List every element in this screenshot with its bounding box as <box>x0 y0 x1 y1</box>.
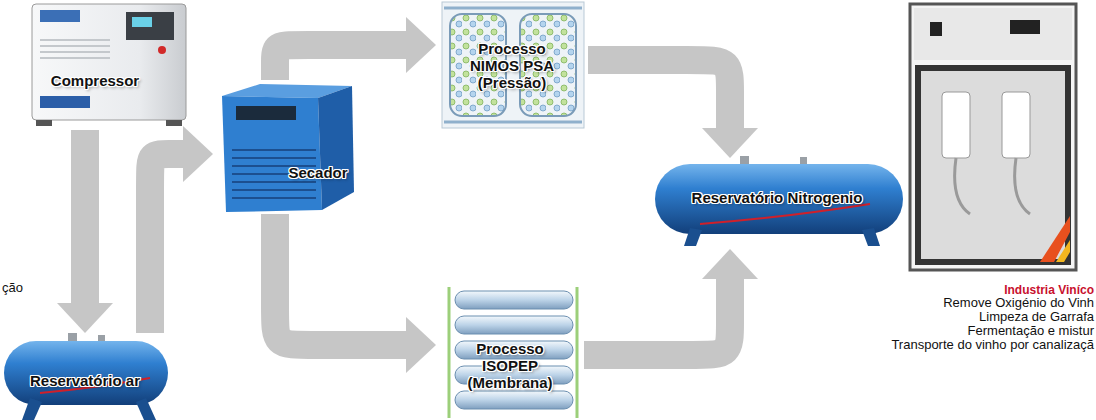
use-note: Remove Oxigénio do Vinh <box>943 296 1094 310</box>
compressor-picture-part <box>166 120 182 126</box>
nitrogen-tank-node: Reservatório Nitrogenio <box>650 160 905 247</box>
cut-caption: ção <box>2 281 23 295</box>
nitrogen-tank-picture-part <box>655 164 903 234</box>
dryer-node: Secador <box>215 82 360 212</box>
membrane-picture-part <box>455 291 573 309</box>
node-label: Reservatório ar <box>30 372 140 389</box>
node-label: Secador <box>288 164 347 181</box>
nitrogen-tank-picture-part <box>862 228 880 246</box>
use-note: Fermentação e mistur <box>968 324 1094 338</box>
nitrogen-tank-picture-part <box>800 157 807 165</box>
use-note: Transporte do vinho por canalizaçã <box>891 338 1094 352</box>
compressor-picture-part <box>132 17 152 27</box>
compressor-picture-part <box>40 10 80 22</box>
nitrogen-generator-picture-part <box>918 68 1068 262</box>
flow-arrow <box>275 45 410 80</box>
nitrogen-generator-picture-part <box>914 8 1072 60</box>
psa-process-node: Processo NIMOS PSA (Pressão) <box>440 0 586 130</box>
compressor-picture <box>32 4 186 126</box>
psa-picture-part <box>444 8 582 122</box>
nitrogen-tank-picture-part <box>700 204 870 224</box>
nitrogen-tank-picture-part <box>740 156 749 165</box>
dryer-picture-part <box>222 96 322 212</box>
industry-heading: Industria Viníco <box>1004 283 1094 297</box>
flow-arrow <box>275 214 410 345</box>
flow-arrow <box>150 154 187 333</box>
nitrogen-tank-picture <box>655 156 903 246</box>
nitrogen-generator-picture-part <box>942 92 970 158</box>
nitrogen-generator-picture-part <box>1002 92 1030 158</box>
nitrogen-generator-picture-part <box>955 158 1030 214</box>
dryer-picture-part <box>318 86 354 210</box>
flow-arrow <box>584 275 730 355</box>
label-slot: Fermentação e mistur <box>968 324 1094 338</box>
compressor-picture-part <box>36 120 52 126</box>
compressor-node: Compressor <box>28 0 190 128</box>
compressor-picture-part <box>158 46 166 54</box>
membrane-process-node: Processo ISOPEP (Membrana) <box>440 285 582 420</box>
label-slot: ção <box>2 281 23 295</box>
compressor-picture-part <box>40 40 110 58</box>
air-tank-node: Reservatório ar <box>0 335 170 420</box>
psa-picture-part <box>442 2 584 128</box>
dryer-picture-part <box>236 106 296 120</box>
use-note: Limpeza de Garrafa <box>979 310 1094 324</box>
membrane-picture-part <box>455 316 573 334</box>
label-slot: Limpeza de Garrafa <box>979 310 1094 324</box>
membrane-picture-part <box>449 287 577 418</box>
flow-arrow <box>71 130 99 307</box>
compressor-picture-part <box>40 96 90 108</box>
node-label: Compressor <box>51 72 139 89</box>
node-label: Reservatório Nitrogenio <box>692 189 863 206</box>
nitrogen-generator-picture-part <box>1040 216 1070 262</box>
nitrogen-generator-picture-part <box>910 4 1076 270</box>
compressor-picture-part <box>126 12 174 40</box>
flow-arrow <box>588 60 730 132</box>
air-tank-picture-part <box>4 341 168 405</box>
nitrogen-generator-picture <box>910 4 1076 270</box>
membrane-picture-part <box>455 391 573 409</box>
nitrogen-tank-picture-part <box>684 228 702 246</box>
label-slot: Transporte do vinho por canalizaçã <box>891 338 1094 352</box>
psa-picture <box>442 2 584 128</box>
label-slot: Industria Viníco <box>1004 283 1094 297</box>
dryer-picture <box>222 84 354 212</box>
nitrogen-generator-picture-part <box>930 22 942 36</box>
compressor-picture-part <box>32 4 186 120</box>
air-tank-picture <box>4 333 168 420</box>
label-slot: Remove Oxigénio do Vinh <box>943 296 1094 310</box>
air-tank-picture-part <box>22 398 42 420</box>
nitrogen-generator-picture-part <box>1056 240 1070 262</box>
node-label: Processo NIMOS PSA (Pressão) <box>462 40 562 91</box>
air-tank-picture-part <box>136 398 156 420</box>
nitrogen-generator-picture-part <box>1010 20 1040 34</box>
membrane-picture <box>449 287 577 418</box>
node-label: Processo ISOPEP (Membrana) <box>460 340 560 391</box>
connector-group <box>85 45 730 355</box>
